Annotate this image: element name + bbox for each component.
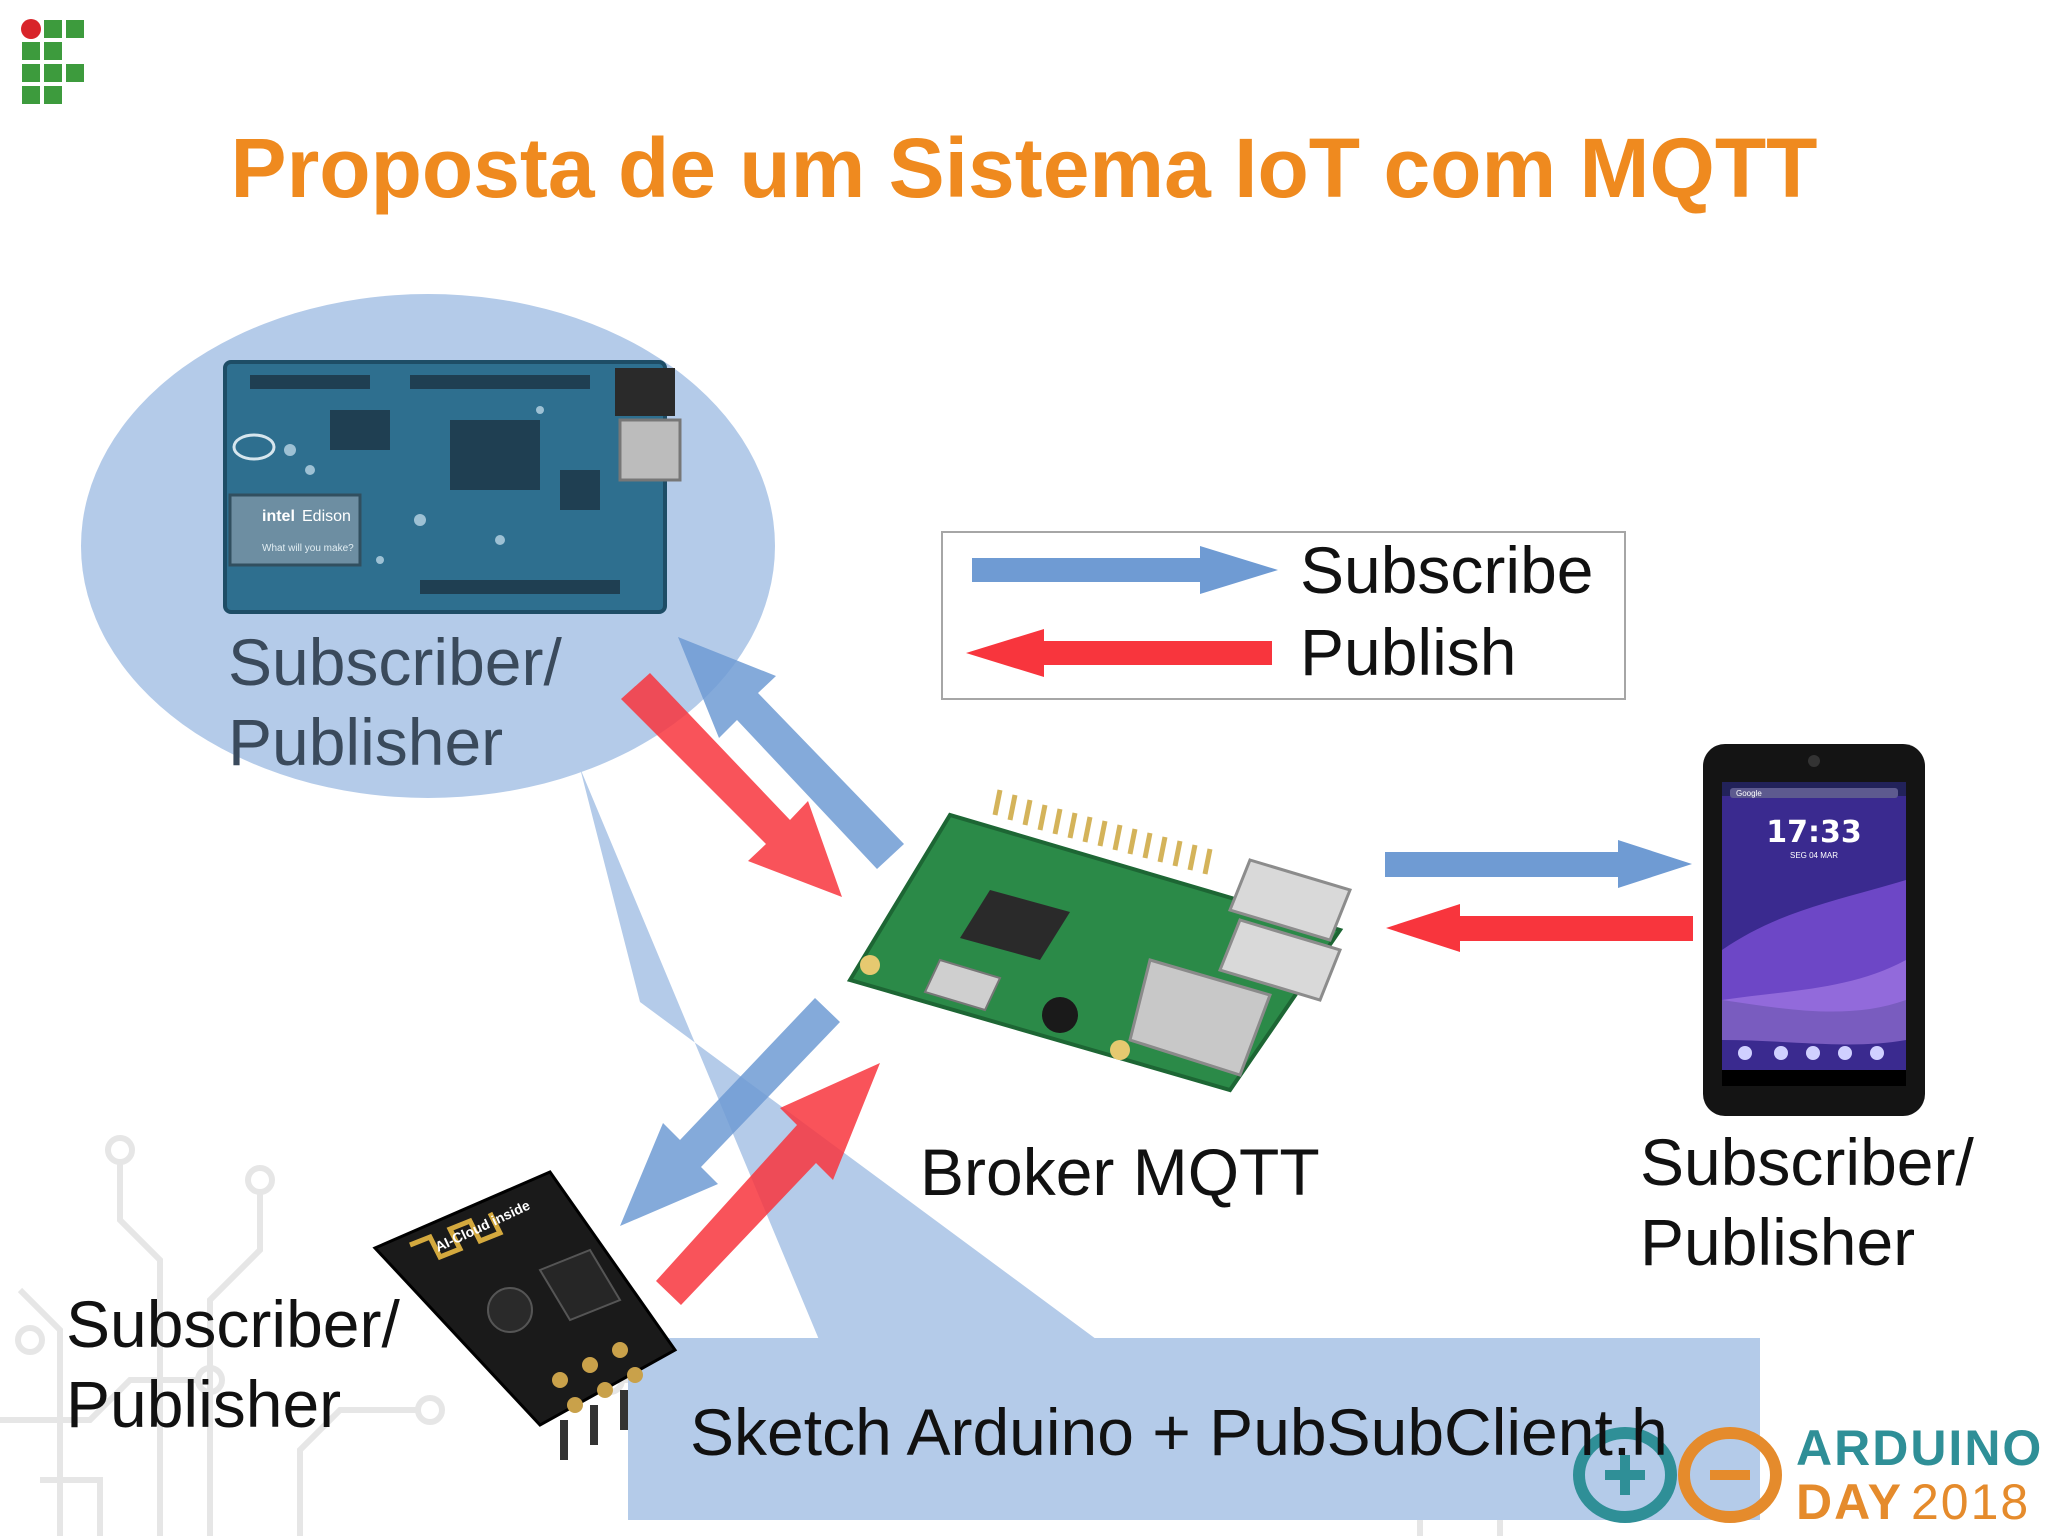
edison-board-name: Edison	[302, 508, 351, 525]
esp-to-broker-publish-arrow	[656, 1063, 880, 1305]
arduino-day-word: DAY	[1796, 1474, 1903, 1530]
esp-label-line2: Publisher	[66, 1367, 342, 1441]
sketch-callout-tail	[580, 768, 1100, 1342]
sketch-callout-text: Sketch Arduino + PubSubClient.h	[690, 1395, 1668, 1469]
tablet-search-text: Google	[1736, 789, 1762, 798]
edison-to-broker-publish-arrow	[621, 673, 842, 897]
edison-label-line2: Publisher	[228, 705, 504, 779]
tablet-label-line2: Publisher	[1640, 1205, 1916, 1279]
esp-label-line1: Subscriber/	[66, 1287, 400, 1361]
slide-title: Proposta de um Sistema IoT com MQTT	[230, 121, 1818, 215]
arduino-day-year: 2018	[1910, 1474, 2031, 1530]
broker-to-tablet-subscribe-arrow	[1385, 840, 1692, 888]
raspberry-pi-broker-icon	[846, 789, 1353, 1093]
tablet-label-line1: Subscriber/	[1640, 1125, 1974, 1199]
legend-subscribe-label: Subscribe	[1300, 533, 1594, 607]
broker-label: Broker MQTT	[920, 1135, 1320, 1209]
tablet-to-broker-publish-arrow	[1386, 904, 1693, 952]
legend-subscribe-arrow	[972, 546, 1278, 594]
edison-board-tagline: What will you make?	[262, 543, 354, 554]
arduino-day-logo-icon	[1573, 1427, 1782, 1523]
android-tablet-icon	[1703, 744, 1925, 1116]
esp8266-module-icon	[372, 1170, 678, 1460]
edison-label-line1: Subscriber/	[228, 625, 562, 699]
tablet-clock: 17:33	[1766, 815, 1862, 850]
institution-logo-icon	[21, 19, 84, 104]
sketch-callout-box	[628, 1338, 1760, 1520]
legend-publish-label: Publish	[1300, 615, 1517, 689]
intel-edison-board-icon	[223, 360, 682, 614]
broker-to-edison-subscribe-arrow	[678, 637, 904, 869]
legend-publish-arrow	[966, 629, 1272, 677]
tablet-date: SEG 04 MAR	[1790, 851, 1838, 860]
broker-to-esp-subscribe-arrow	[620, 998, 840, 1226]
arduino-day-line1: ARDUINO	[1796, 1420, 2044, 1476]
edison-board-brand: intel	[262, 508, 295, 525]
